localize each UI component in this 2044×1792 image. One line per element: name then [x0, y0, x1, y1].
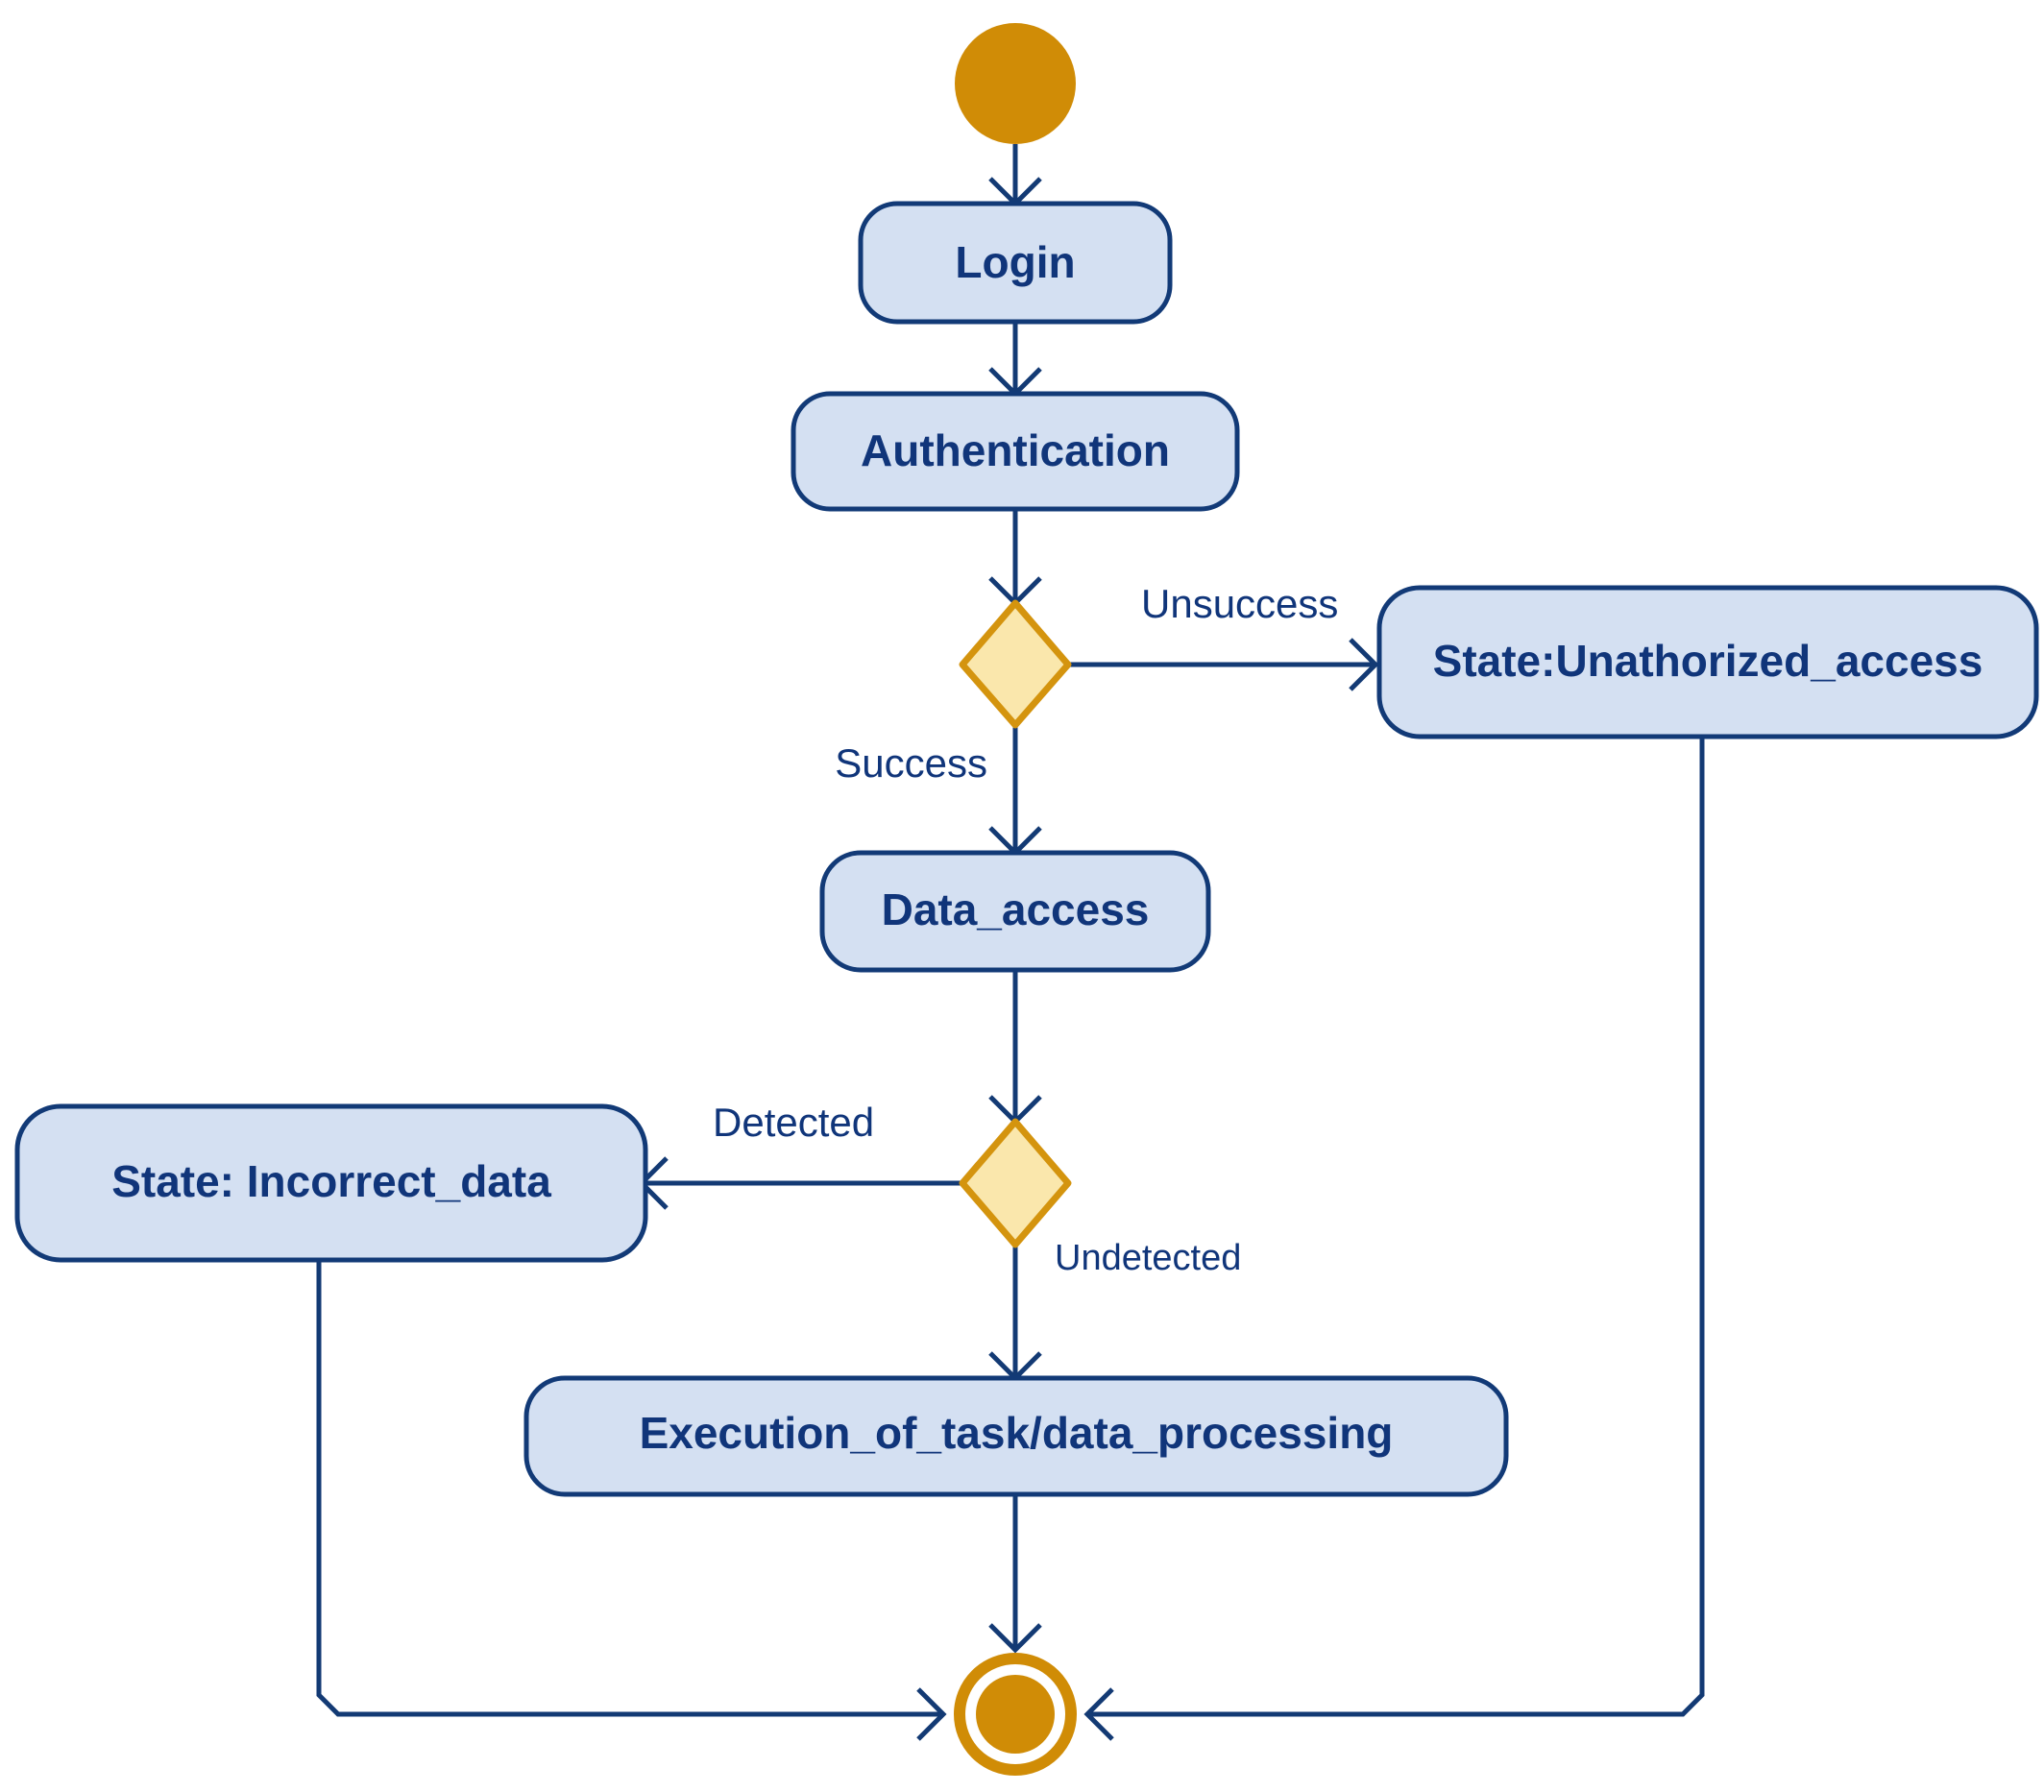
flow-data-access-to-decision2: [988, 970, 1042, 1126]
login-shape: [858, 201, 1173, 325]
activity-node-login[interactable]: Login: [858, 201, 1173, 325]
execution-label: Execution_of_task/data_processing: [640, 1408, 1394, 1458]
unauthorized-shape: [1376, 585, 2039, 739]
activity-node-execution[interactable]: Execution_of_task/data_processing: [523, 1375, 1509, 1497]
activity-node-incorrect-data[interactable]: State: Incorrect_data: [14, 1103, 648, 1263]
edge-label-unsuccess: Unsuccess: [1141, 581, 1338, 626]
final-node: [954, 1653, 1077, 1776]
edge-label-success: Success: [835, 740, 987, 786]
activity-node-unauthorized-access[interactable]: State:Unathorized_access: [1376, 585, 2039, 739]
incorrect-data-shape: [14, 1103, 648, 1263]
data-access-label: Data_access: [882, 884, 1150, 934]
flow-login-to-authentication: [988, 322, 1042, 398]
flow-unauthorized-to-end: [1083, 737, 1705, 1741]
edge-label-undetected: Undetected: [1055, 1238, 1241, 1278]
authentication-label: Authentication: [861, 425, 1170, 475]
flow-execution-to-end: [988, 1494, 1042, 1654]
login-label: Login: [955, 237, 1075, 287]
unauthorized-label: State:Unathorized_access: [1433, 636, 1983, 686]
data-access-shape: [819, 850, 1211, 973]
initial-node: [955, 23, 1076, 144]
incorrect-data-label: State: Incorrect_data: [111, 1156, 551, 1206]
decision-node-authentication-result[interactable]: [959, 599, 1072, 729]
flow-decision2-to-execution: [988, 1245, 1042, 1382]
flow-authentication-to-decision1: [988, 509, 1042, 607]
edge-label-detected: Detected: [713, 1100, 874, 1145]
activity-node-data-access[interactable]: Data_access: [819, 850, 1211, 973]
activity-node-authentication[interactable]: Authentication: [791, 391, 1240, 512]
flow-decision1-to-data-access: [988, 725, 1042, 857]
flow-decision1-to-unauthorized: [1068, 638, 1379, 691]
authentication-shape: [791, 391, 1240, 512]
flow-start-to-login: [988, 144, 1042, 207]
flow-incorrect-data-to-end: [316, 1260, 947, 1741]
flow-decision2-to-incorrect-data: [638, 1156, 962, 1210]
decision-node-data-check[interactable]: [959, 1118, 1072, 1248]
execution-shape: [523, 1375, 1509, 1497]
